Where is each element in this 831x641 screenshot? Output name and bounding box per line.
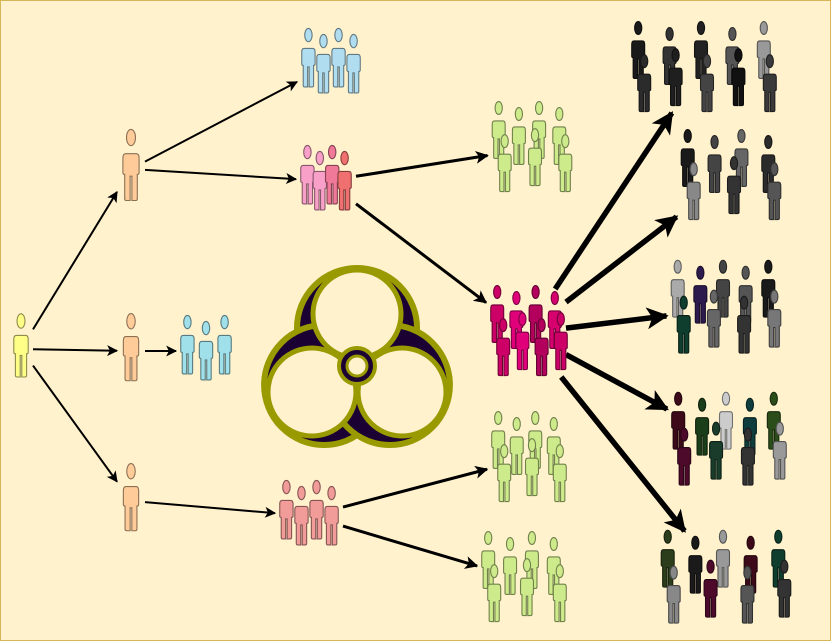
arrow-gen1-top-to-blue-group-top <box>144 80 298 163</box>
dark-crowd-3-crowd <box>670 259 782 354</box>
person-icon <box>558 134 573 193</box>
person-icon <box>534 318 549 377</box>
arrow-magenta-group-to-dark-crowd-4 <box>564 352 669 412</box>
person-icon <box>122 313 140 382</box>
dark-crowd-1-crowd <box>631 20 777 113</box>
person-icon <box>279 479 294 540</box>
arrow-salmon-group-to-green-group-mid <box>342 465 489 509</box>
person-icon <box>767 162 782 221</box>
person-icon <box>524 438 540 497</box>
person-icon <box>316 33 331 94</box>
green-group-top-group <box>491 100 573 193</box>
person-icon <box>122 128 140 202</box>
person-icon <box>726 156 742 215</box>
person-icon <box>217 314 232 375</box>
person-icon <box>699 54 715 113</box>
dark-crowd-4-crowd <box>671 391 787 486</box>
person-icon <box>122 463 140 532</box>
person-icon <box>497 444 512 503</box>
arrow-gen1-bottom-to-salmon-group <box>144 501 277 518</box>
person-icon <box>337 150 352 211</box>
person-icon <box>198 320 214 381</box>
person-icon <box>515 312 530 371</box>
dark-crowd-2-crowd <box>680 128 782 221</box>
arrow-gen1-top-to-pink-group <box>144 168 298 185</box>
person-icon <box>706 289 721 348</box>
arrow-salmon-group-to-green-group-bottom <box>342 524 479 569</box>
green-group-bottom-group <box>481 530 567 623</box>
person-icon <box>294 485 309 546</box>
biohazard-icon <box>261 265 453 448</box>
person-icon <box>503 536 518 595</box>
person-icon <box>707 134 722 193</box>
person-icon <box>637 54 652 113</box>
person-icon <box>762 54 777 113</box>
person-icon <box>552 564 567 623</box>
person-icon <box>331 27 346 88</box>
arrow-origin-to-gen1-top <box>32 190 118 330</box>
person-icon <box>777 559 792 618</box>
arrow-magenta-group-to-dark-crowd-3 <box>565 307 669 331</box>
dark-crowd-5-crowd <box>660 529 792 624</box>
person-icon <box>301 27 316 88</box>
person-icon <box>688 535 703 594</box>
arrow-origin-to-gen1-bottom <box>32 364 118 483</box>
person-icon <box>553 312 568 371</box>
nodes-layer <box>13 20 792 624</box>
person-icon <box>324 485 339 546</box>
arrow-pink-group-to-magenta-group <box>355 202 488 304</box>
magenta-group-group <box>490 284 568 377</box>
person-icon <box>180 314 195 375</box>
origin-person <box>13 313 29 378</box>
person-icon <box>487 564 502 623</box>
person-icon <box>519 558 535 617</box>
person-icon <box>715 529 731 588</box>
person-icon <box>676 295 691 354</box>
person-icon <box>346 33 361 94</box>
person-icon <box>695 397 710 456</box>
arrow-magenta-group-to-dark-crowd-2 <box>564 214 679 305</box>
person-icon <box>686 162 701 221</box>
person-icon <box>527 128 543 187</box>
person-icon <box>767 289 782 348</box>
person-icon <box>13 313 29 378</box>
person-icon <box>509 416 524 475</box>
blue-group-top-group <box>301 27 361 94</box>
pink-group-group <box>300 144 352 211</box>
person-icon <box>737 295 752 354</box>
person-icon <box>731 48 746 107</box>
arrow-magenta-group-to-dark-crowd-5 <box>559 375 687 533</box>
person-icon <box>309 479 324 540</box>
cyan-group-group <box>180 314 232 381</box>
salmon-group-group <box>279 479 339 546</box>
person-icon <box>740 565 755 624</box>
person-icon <box>740 427 755 486</box>
person-icon <box>703 559 718 618</box>
person-icon <box>709 421 724 480</box>
gen1-top-person <box>122 128 140 202</box>
arrow-pink-group-to-green-group-top <box>355 150 489 178</box>
person-icon <box>497 134 512 193</box>
arrow-magenta-group-to-dark-crowd-1 <box>552 111 675 291</box>
person-icon <box>496 318 511 377</box>
arrows-layer <box>32 80 687 569</box>
gen1-bottom-person <box>122 463 140 532</box>
person-icon <box>668 48 683 107</box>
person-icon <box>511 106 526 165</box>
arrow-origin-to-gen1-mid <box>32 345 119 357</box>
person-icon <box>693 265 708 324</box>
person-icon <box>677 427 692 486</box>
person-icon <box>552 444 567 503</box>
person-icon <box>666 565 681 624</box>
gen1-mid-person <box>122 313 140 382</box>
person-icon <box>772 421 787 480</box>
green-group-mid-group <box>491 410 567 503</box>
